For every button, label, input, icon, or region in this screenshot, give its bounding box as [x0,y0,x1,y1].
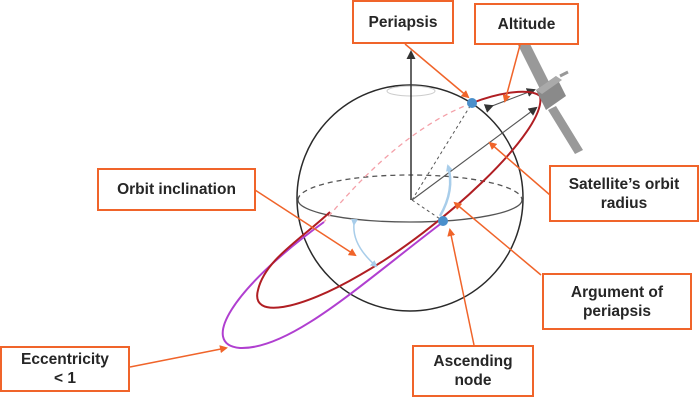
periapsis-callout-line [404,43,470,99]
equator-back [297,174,523,201]
node-vector [411,199,444,222]
periapsis-marker [467,98,477,108]
inclination-callout-line [254,189,357,257]
argument-arc [438,164,453,217]
node-callout-line [447,228,475,346]
orbit-elliptic [221,221,444,350]
label-ascending-node: Ascending node [412,345,534,397]
label-periapsis: Periapsis [352,0,454,44]
orbit-radius-line [411,106,538,201]
orbit-circular [256,90,542,309]
label-satellite-orbit-radius: Satellite’s orbit radius [549,165,699,222]
orbit-back-dashed [323,102,473,223]
radius-callout-line [488,141,551,196]
equator-front [297,199,523,223]
label-argument-of-periapsis: Argument of periapsis [542,273,692,330]
periapsis-vector [411,102,473,201]
label-eccentricity: Eccentricity < 1 [0,346,130,392]
ascending-node-marker [438,216,448,226]
argument-callout-line [453,201,542,276]
altitude-callout-line [502,44,521,103]
label-orbit-inclination: Orbit inclination [97,168,256,211]
sphere-outline [296,84,524,312]
satellite-icon [518,40,583,154]
eccentricity-callout-line [129,345,228,368]
inclination-arc [350,218,378,268]
label-altitude: Altitude [474,3,579,45]
